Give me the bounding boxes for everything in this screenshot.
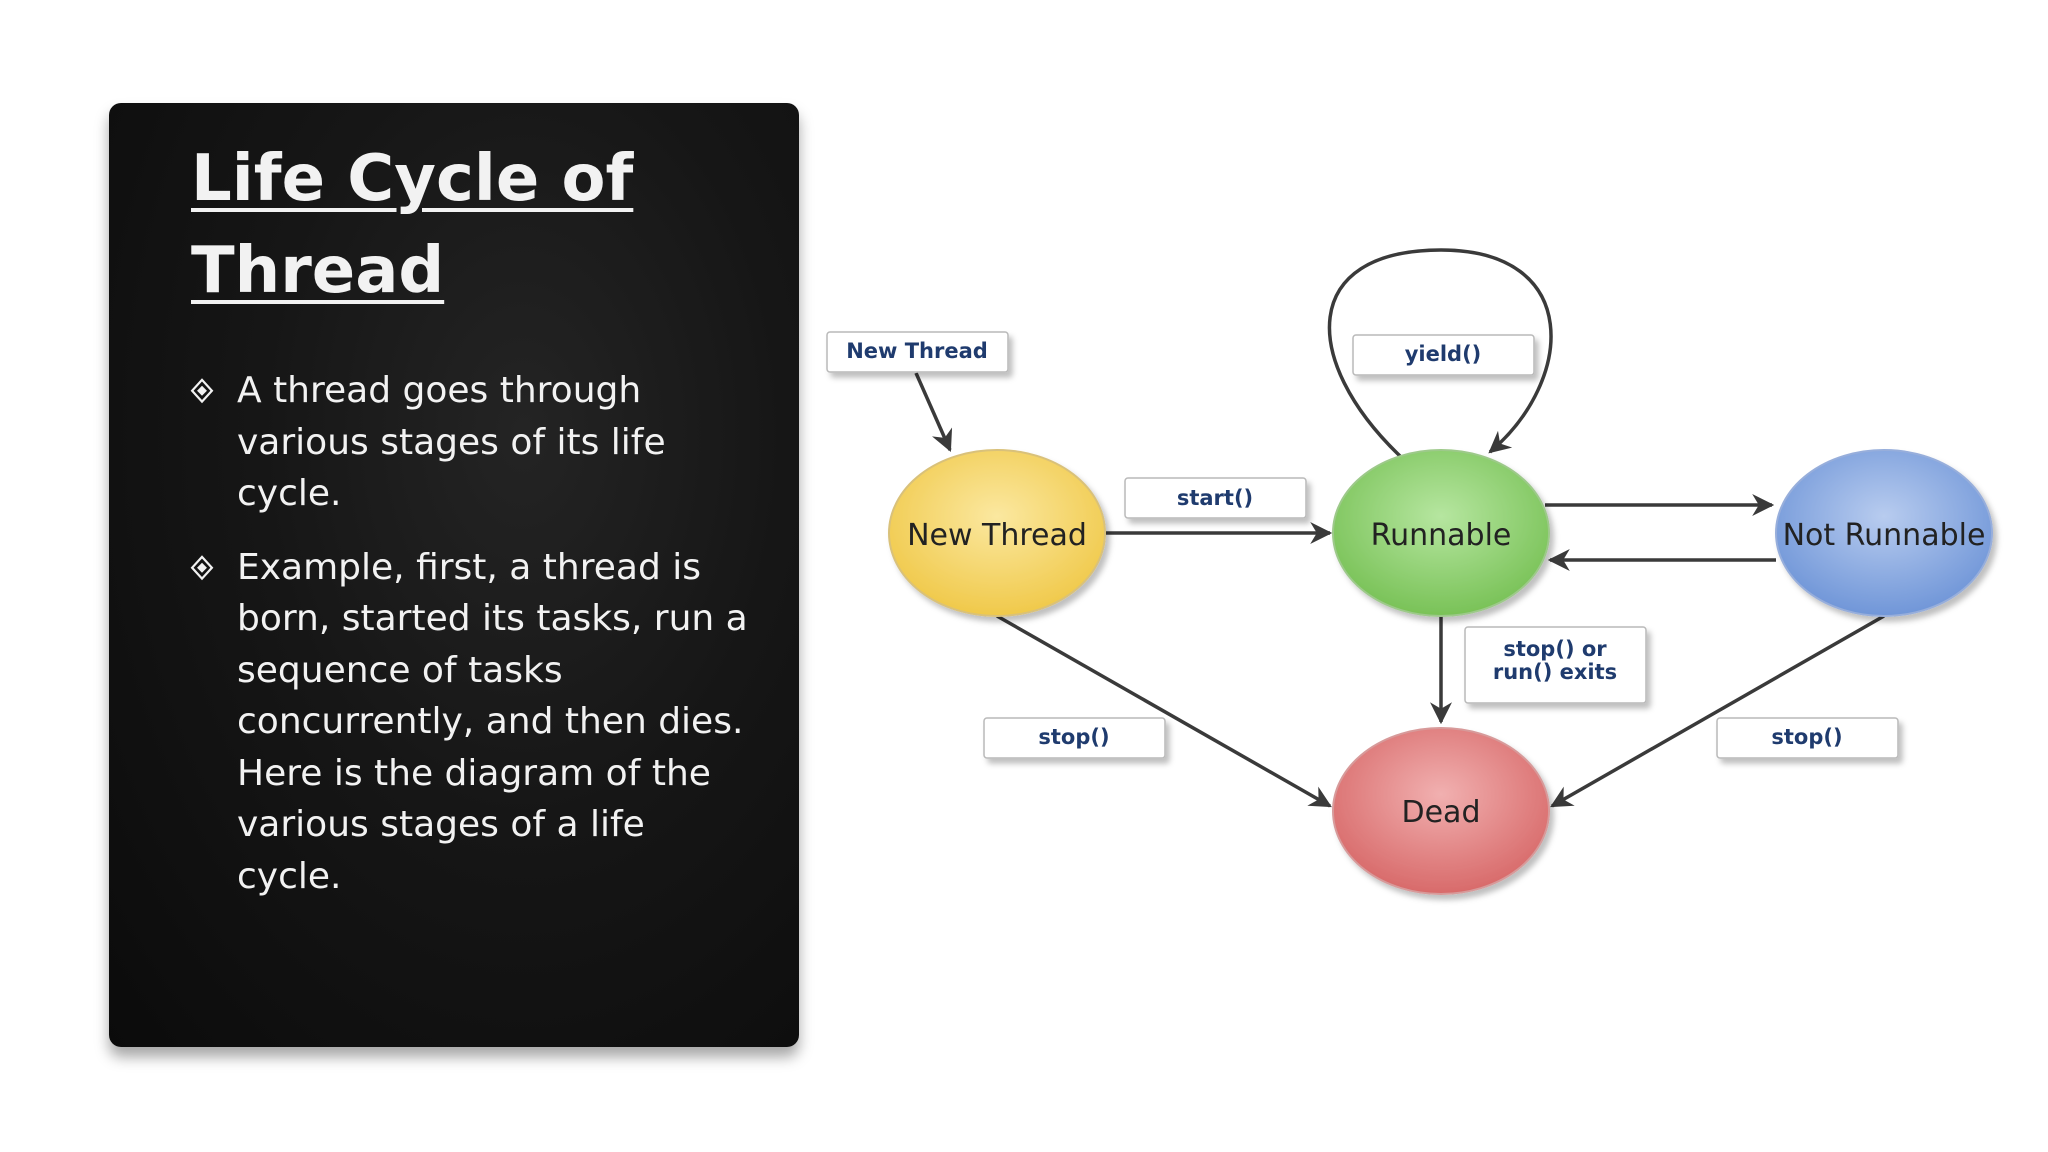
diamond-bullet-icon <box>190 378 214 404</box>
label-stop-right: stop() <box>1716 717 1899 759</box>
label-yield-text: yield() <box>1405 342 1482 366</box>
label-stop-left: stop() <box>983 717 1166 759</box>
label-stop-or-exit: stop() or run() exits <box>1464 626 1647 704</box>
transition-arrows <box>914 248 1885 808</box>
state-label: Runnable <box>1371 518 1512 553</box>
bullet-line: A thread goes through <box>237 370 642 411</box>
bullet-list: A thread goes through various stages of … <box>187 365 757 924</box>
label-start-text: start() <box>1177 486 1253 510</box>
label-yield: yield() <box>1352 334 1535 376</box>
title-line-2: Thread <box>191 234 445 308</box>
state-label: Not Runnable <box>1783 518 1986 553</box>
arrow-notrunnable-to-dead <box>1550 614 1885 808</box>
state-new-thread: New Thread <box>888 449 1106 617</box>
arrow-yield-loop <box>1327 248 1553 458</box>
state-runnable: Runnable <box>1332 449 1550 617</box>
label-new-thread: New Thread <box>826 331 1009 373</box>
arrow-new-to-newthread <box>914 372 953 453</box>
arrow-newthread-to-dead <box>996 614 1332 808</box>
diamond-bullet-icon <box>190 554 214 580</box>
title-line-1: Life Cycle of <box>191 142 634 216</box>
bullet-line: various stages of its life <box>237 421 666 463</box>
text-panel: Life Cycle of Thread A thread goes throu… <box>109 103 799 1047</box>
bullet-line: Here is the diagram of the <box>237 752 711 794</box>
label-new-thread-text: New Thread <box>846 339 988 363</box>
label-stop-left-text: stop() <box>1038 725 1109 749</box>
bullet-line: sequence of tasks <box>237 649 563 691</box>
label-start: start() <box>1124 477 1307 519</box>
label-stop-or-exit-line2: run() exits <box>1493 660 1617 684</box>
bullet-line: Example, first, a thread is <box>237 546 702 588</box>
bullet-line: concurrently, and then dies. <box>237 701 744 742</box>
state-not-runnable: Not Runnable <box>1775 449 1993 617</box>
bullet-line: cycle. <box>237 473 342 514</box>
slide-title: Life Cycle of Thread <box>191 133 751 317</box>
state-label: Dead <box>1402 795 1481 830</box>
bullet-line: born, started its tasks, run a <box>237 598 748 639</box>
bullet-line: various stages of a life cycle. <box>237 804 645 897</box>
state-dead: Dead <box>1332 727 1550 895</box>
state-label: New Thread <box>907 518 1087 553</box>
bullet-item: Example, first, a thread is born, starte… <box>187 542 757 903</box>
label-stop-or-exit-line1: stop() or <box>1503 637 1607 661</box>
label-stop-right-text: stop() <box>1771 725 1842 749</box>
bullet-item: A thread goes through various stages of … <box>187 365 757 520</box>
